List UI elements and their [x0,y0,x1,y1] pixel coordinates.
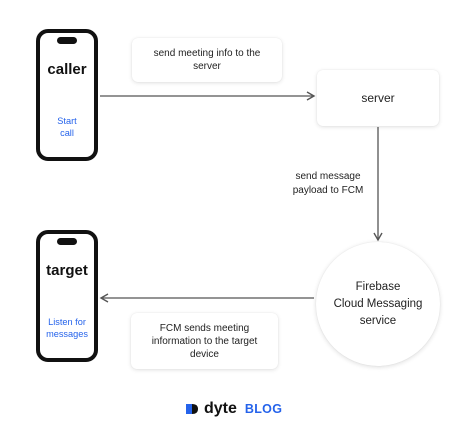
caller-phone: caller Start call [36,29,98,161]
target-phone: target Listen for messages [36,230,98,362]
footer-logo: dyte BLOG [184,398,282,420]
phone-notch [57,238,77,245]
target-title: target [46,262,88,279]
caller-title: caller [47,61,87,78]
server-to-fcm-label: send message payload to FCM [292,171,364,196]
caller-to-server-label: send meeting info to the server [132,38,282,82]
blog-label: BLOG [244,402,283,416]
brand-name: dyte [204,400,237,417]
fcm-to-target-label: FCM sends meeting information to the tar… [131,313,278,369]
fcm-service-circle: Firebase Cloud Messaging service [316,242,440,366]
start-call-button[interactable]: Start call [57,116,77,138]
listen-for-messages-label: Listen for messages [46,317,88,339]
server-box: server [317,70,439,126]
dyte-logo-icon [186,404,198,414]
phone-notch [57,37,77,44]
